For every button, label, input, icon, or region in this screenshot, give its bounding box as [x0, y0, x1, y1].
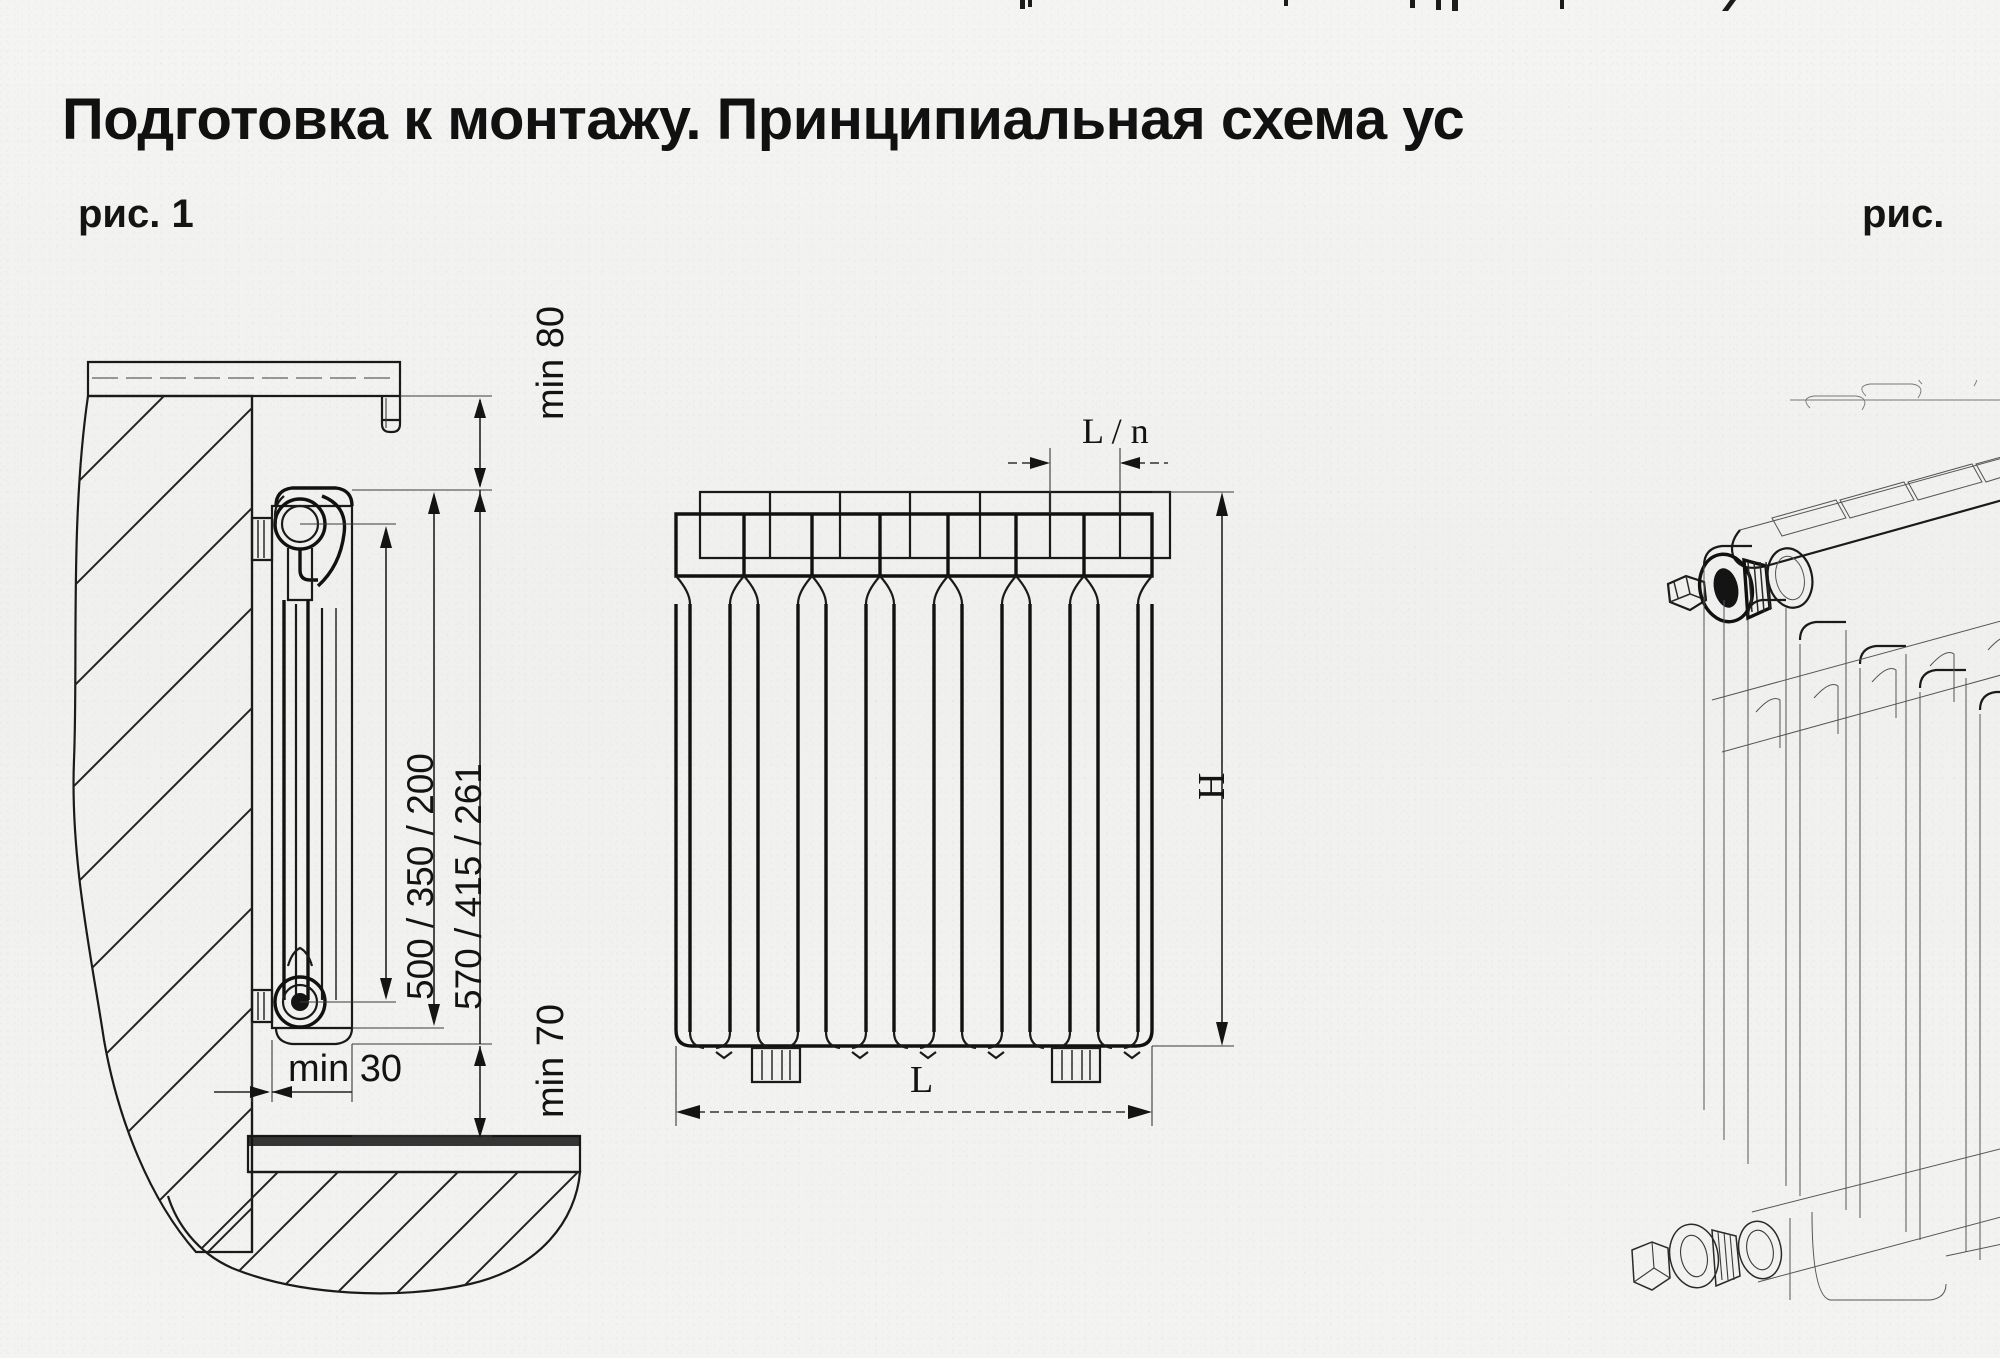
page-title: Подготовка к монтажу. Принципиальная схе… — [62, 87, 1465, 152]
figure-2-drawing — [1631, 380, 2000, 1301]
dim-height-overall: 570 / 415 / 261 — [448, 763, 489, 1010]
radiator-top-caps-back — [698, 490, 1172, 560]
radiator-shoulders — [675, 575, 1153, 605]
length-dimension — [675, 1046, 1153, 1126]
dim-clearance-wall: min 30 — [288, 1048, 403, 1090]
figure-1-drawing — [72, 360, 582, 1295]
dim-length-L: L — [910, 1059, 934, 1101]
dim-height-H: H — [1191, 772, 1233, 800]
radiator-top-caps-front — [674, 512, 1154, 578]
dim-section-pitch: L / n — [1082, 411, 1149, 451]
radiator-cross-section — [250, 486, 354, 1046]
height-dimension — [1152, 491, 1234, 1047]
figure-1-dimension-lines — [214, 395, 492, 1138]
cut-off-text-row — [1020, 0, 1736, 11]
radiator-3d-front-sections — [1702, 544, 2000, 1260]
radiator-section-bodies — [674, 604, 1154, 1060]
section-pitch-dimension — [1008, 448, 1168, 514]
figure-2-label: рис. — [1862, 192, 1945, 236]
dim-clearance-floor: min 70 — [530, 1003, 572, 1118]
dim-clearance-top: min 80 — [530, 305, 572, 420]
bottom-plug-assembly — [1631, 1148, 2000, 1301]
figure-front-elevation — [674, 448, 1234, 1126]
dim-height-axis: 500 / 350 / 200 — [400, 753, 441, 1000]
top-plug-assembly — [1666, 547, 1814, 624]
radiator-floor-brackets — [750, 1046, 1102, 1084]
radiator-3d-back-row — [1790, 380, 2000, 411]
figure-1-label: рис. 1 — [78, 192, 194, 236]
radiator-3d-top-manifold — [1730, 456, 2000, 569]
